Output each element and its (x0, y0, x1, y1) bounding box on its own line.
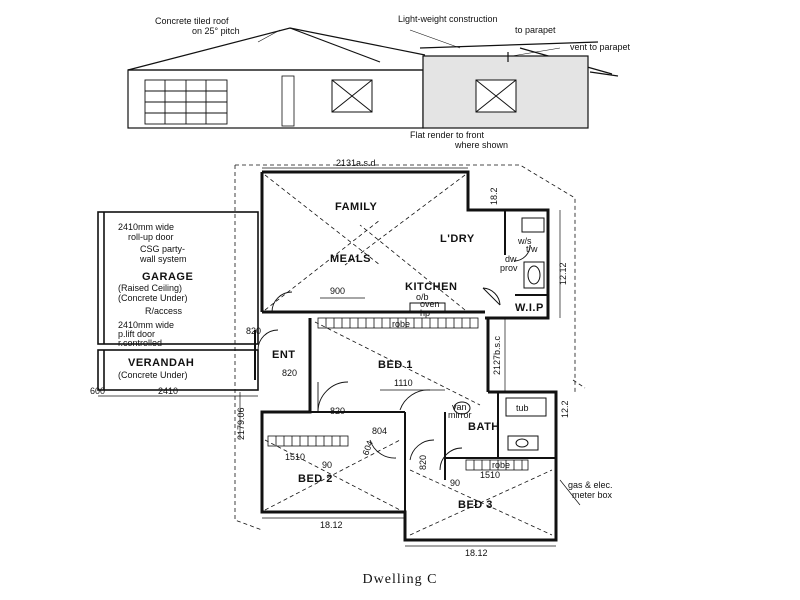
note-gas-1: gas & elec. (568, 480, 613, 490)
vent-note: vent to parapet (570, 42, 631, 52)
drawing-caption: Dwelling C (362, 572, 438, 587)
room-meals: MEALS (330, 253, 371, 265)
note-pivot-door-2: p.lift door (118, 329, 155, 339)
dim-804: 804 (372, 426, 387, 436)
note-prov: prov (500, 263, 518, 273)
dim-right-bath: 12.2 (560, 400, 570, 418)
note-csg-1: CSG party- (140, 244, 185, 254)
note-raccess: R/access (145, 306, 183, 316)
dim-left-vertical: 2179.06 (236, 407, 246, 440)
dim-1812-b: 18.12 (465, 548, 488, 558)
note-gas-2: meter box (572, 490, 613, 500)
note-pivot-door-1: 2410mm wide (118, 320, 174, 330)
dim-604: 604 (360, 439, 375, 457)
note-robe: robe (392, 319, 410, 329)
room-wip: W.I.P (515, 302, 544, 314)
room-garage: GARAGE (142, 271, 193, 283)
dim-1812-a: 18.12 (320, 520, 343, 530)
robes (267, 317, 529, 471)
dim-820-c: 820 (330, 406, 345, 416)
dim-600: 600 (90, 386, 105, 396)
note-rollup-door-1: 2410mm wide (118, 222, 174, 232)
dim-right-bed1: 2127b.s.c (492, 335, 502, 375)
room-bath: BATH (468, 421, 500, 433)
note-oven: o/b (416, 292, 429, 302)
garage-wall (127, 69, 424, 129)
roof-note-2: on 25° pitch (192, 26, 240, 36)
note-rollup-door-2: roll-up door (128, 232, 174, 242)
dim-1510-a: 1510 (285, 452, 305, 462)
parapet-note: Light-weight construction (398, 14, 498, 24)
note-van: van (452, 402, 467, 412)
room-verandah: VERANDAH (128, 357, 194, 369)
dim-1510-b: 1510 (480, 470, 500, 480)
note-tw: t/w (526, 244, 538, 254)
garage-outline (97, 211, 259, 391)
note-oven-2: oven (420, 299, 440, 309)
parapet-note-2: to parapet (515, 25, 556, 35)
dim-right-top: 18.2 (489, 187, 499, 205)
dim-right-mid: 12.12 (558, 262, 568, 285)
note-dw: dw (505, 254, 517, 264)
render-note-2: where shown (454, 140, 508, 150)
kitchen-fixtures (409, 217, 545, 313)
dim-1110: 1110 (394, 378, 413, 388)
room-kitchen: KITCHEN (405, 281, 457, 293)
garage-sub-2: (Concrete Under) (118, 293, 188, 303)
dim-820-a: 820 (246, 326, 261, 336)
note-tub: tub (516, 403, 529, 413)
front-elevation (127, 27, 619, 129)
room-bed2: BED 2 (298, 473, 333, 485)
dimension-lines (98, 167, 581, 547)
dim-900: 900 (330, 286, 345, 296)
garage-door (144, 79, 228, 125)
roof-note: Concrete tiled roof (155, 16, 229, 26)
plan-walls (254, 170, 558, 542)
room-bed3: BED 3 (458, 499, 493, 511)
note-csg-2: wall system (139, 254, 187, 264)
dim-820-d: 820 (418, 455, 428, 470)
window-left (331, 79, 373, 113)
roof-outline (127, 27, 426, 71)
dim-90-a: 90 (322, 460, 332, 470)
note-hp: hp (420, 308, 430, 318)
render-note: Flat render to front (410, 130, 485, 140)
garage-sub-1: (Raised Ceiling) (118, 283, 182, 293)
note-pivot-door-3: r.controlled (118, 338, 162, 348)
note-ws: w/s (517, 236, 532, 246)
room-laundry: L'DRY (440, 233, 475, 245)
dim-top: 2131a.s.d (336, 158, 376, 168)
dim-2410: 2410 (158, 386, 178, 396)
window-right (475, 79, 517, 113)
bath-fixtures (453, 397, 547, 451)
dim-90-b: 90 (450, 478, 460, 488)
note-mirror: mirror (448, 410, 472, 420)
room-family: FAMILY (335, 201, 377, 213)
verandah-sub: (Concrete Under) (118, 370, 188, 380)
dim-820-b: 820 (282, 368, 297, 378)
note-robe-bed3: robe (492, 460, 510, 470)
room-entry: ENT (272, 349, 296, 361)
room-bed1: BED 1 (378, 359, 413, 371)
